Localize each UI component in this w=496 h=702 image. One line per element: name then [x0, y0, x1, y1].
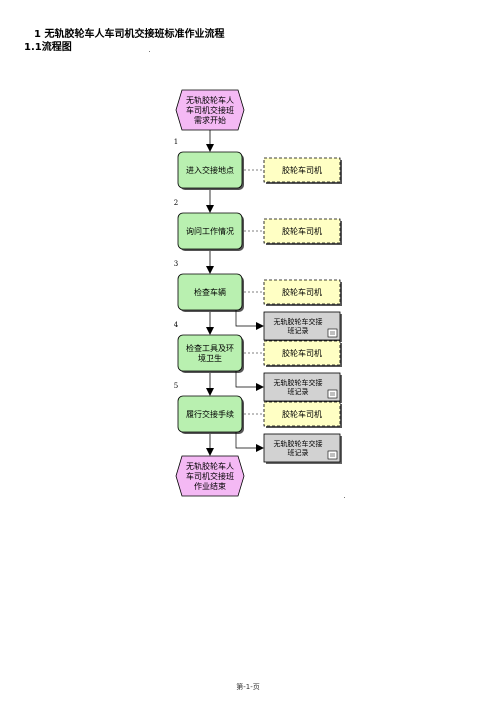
step-number: 1	[174, 138, 178, 146]
process-box	[177, 151, 243, 189]
step-number: 5	[174, 382, 178, 390]
end-terminator-label: 车司机交接班	[186, 471, 234, 481]
step-number: 3	[174, 260, 178, 268]
document-label: 班记录	[288, 326, 309, 335]
document-heading: 1 无轨胶轮车人车司机交接班标准作业流程	[34, 29, 225, 40]
process-box	[177, 212, 243, 250]
role-box	[263, 340, 341, 366]
role-label: 胶轮车司机	[282, 348, 322, 358]
document-box	[263, 372, 341, 402]
document-label: 无轨胶轮车交接	[274, 378, 323, 387]
document-label: 班记录	[288, 448, 309, 457]
document-connector	[235, 371, 264, 391]
role-label: 胶轮车司机	[282, 165, 322, 175]
start-terminator-label: 需求开始	[194, 115, 226, 125]
document-label: 班记录	[288, 387, 309, 396]
document-connector	[235, 432, 264, 452]
step-number: 4	[174, 321, 179, 329]
document-label: 无轨胶轮车交接	[274, 439, 323, 448]
process-box	[177, 334, 243, 372]
end-terminator-label: 无轨胶轮车人	[186, 461, 234, 471]
section-heading: 1.1流程图	[24, 42, 72, 53]
process-box	[177, 273, 243, 311]
process-label: 询问工作情况	[186, 226, 234, 236]
scan-dot	[149, 51, 150, 52]
role-label: 胶轮车司机	[282, 226, 322, 236]
role-box	[263, 279, 341, 305]
role-box	[263, 157, 341, 183]
document-box	[263, 433, 341, 463]
role-box	[263, 218, 341, 244]
document-icon	[327, 328, 338, 338]
start-terminator	[175, 89, 245, 131]
role-label: 胶轮车司机	[282, 409, 322, 419]
page-number: 第-1-页	[236, 683, 260, 691]
document-label: 无轨胶轮车交接	[274, 317, 323, 326]
process-box	[177, 395, 243, 433]
start-terminator-label: 无轨胶轮车人	[186, 95, 234, 105]
end-terminator	[175, 455, 245, 497]
process-label: 检查车辆	[194, 287, 226, 297]
process-label: 履行交接手续	[186, 409, 234, 419]
role-label: 胶轮车司机	[282, 287, 322, 297]
process-label: 境卫生	[198, 353, 222, 363]
document-icon	[327, 389, 338, 399]
role-box	[263, 401, 341, 427]
document-box	[263, 311, 341, 341]
process-label: 进入交接地点	[186, 165, 234, 175]
document-icon	[327, 450, 338, 460]
document-connector	[235, 310, 264, 330]
scan-dot	[344, 497, 345, 498]
process-label: 检查工具及环	[186, 343, 234, 353]
start-terminator-label: 车司机交接班	[186, 105, 234, 115]
step-number: 2	[174, 199, 178, 207]
end-terminator-label: 作业结束	[194, 481, 226, 491]
